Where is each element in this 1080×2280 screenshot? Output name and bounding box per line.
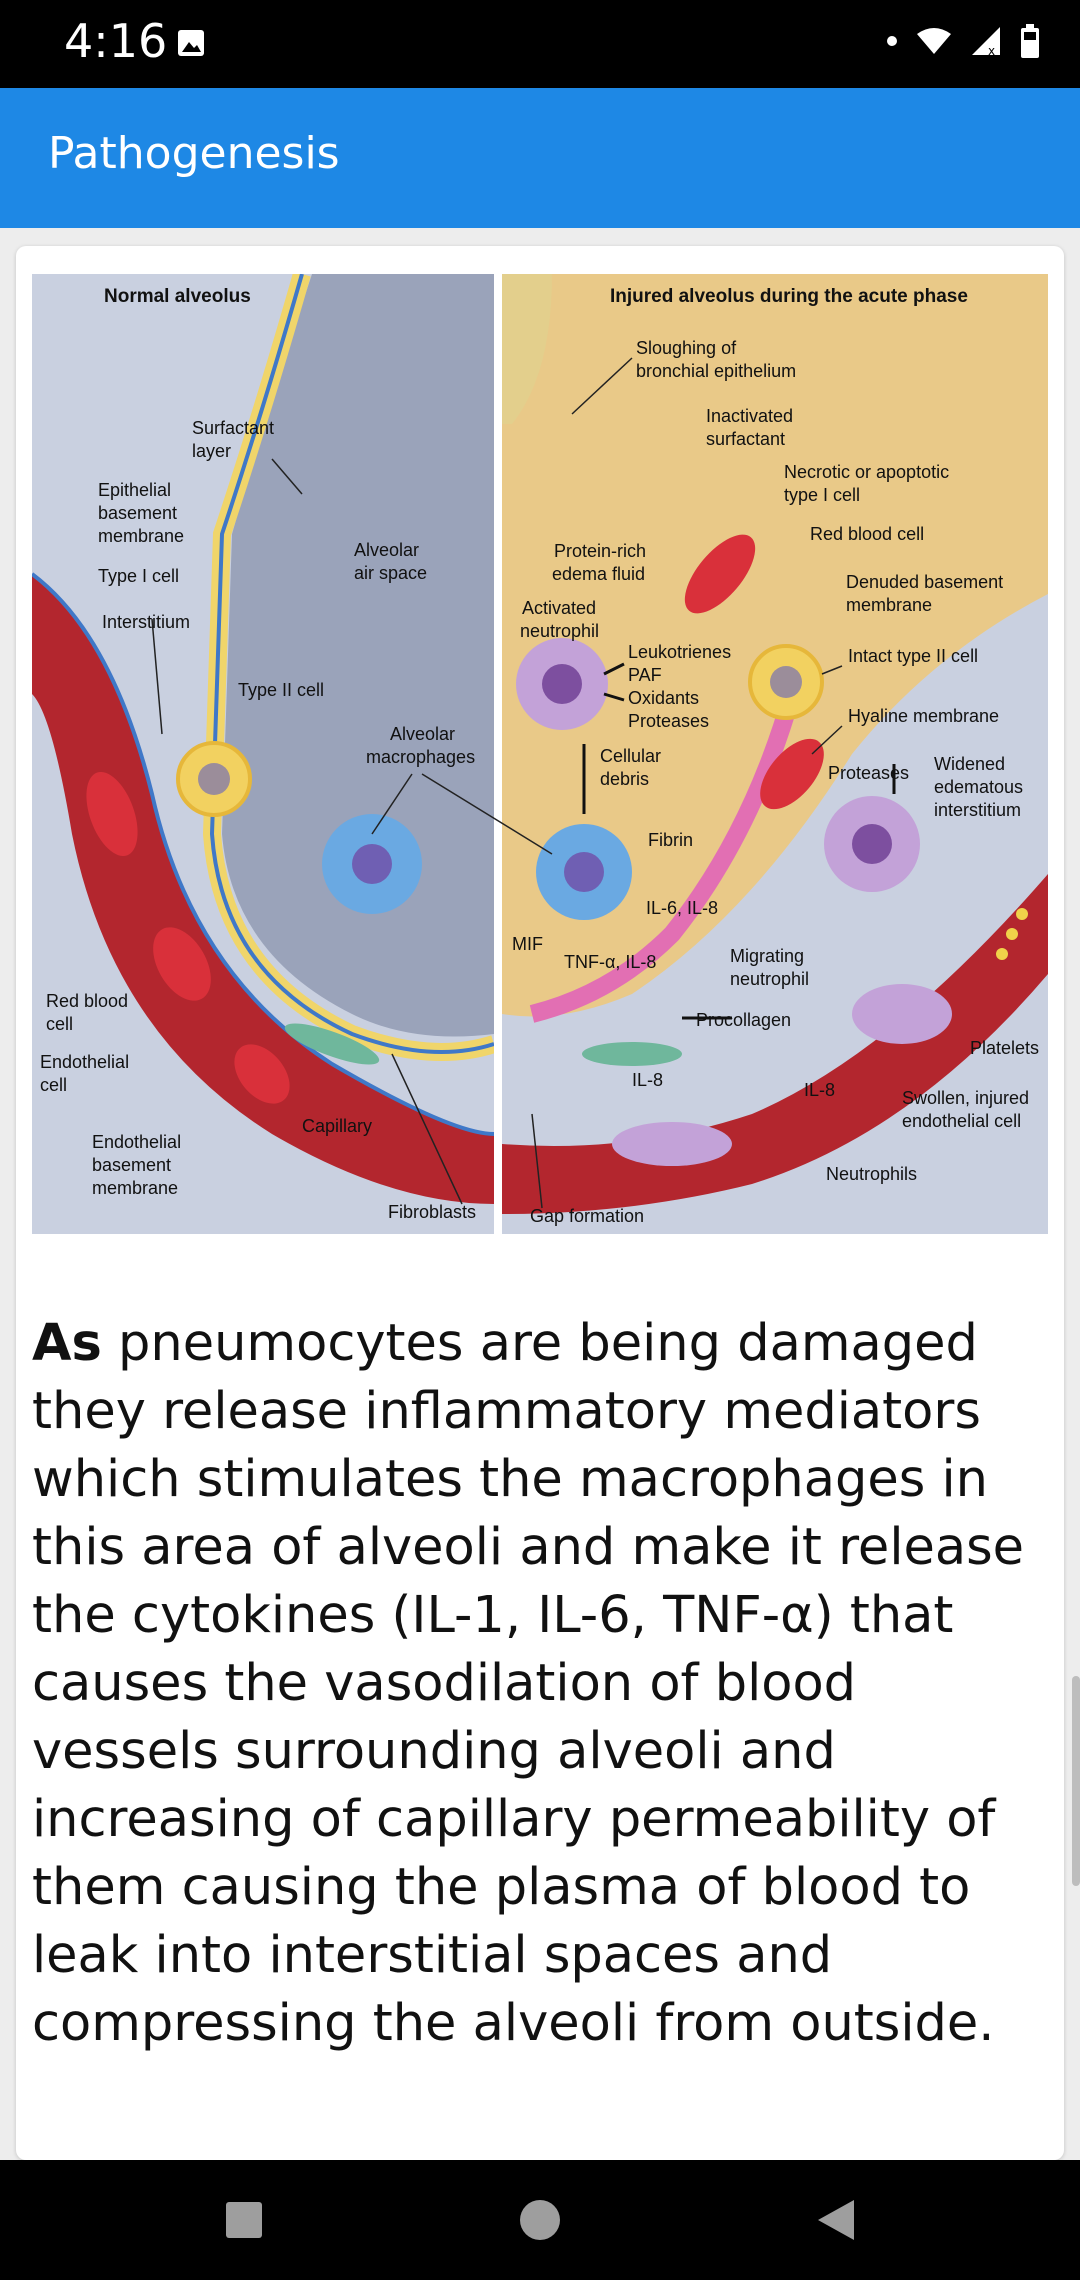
- label-activated-2: neutrophil: [520, 621, 599, 641]
- label-migrating-2: neutrophil: [730, 969, 809, 989]
- article-body: pneumocytes are being damaged they relea…: [32, 1314, 1025, 2053]
- label-ebm2-1: Endothelial: [92, 1132, 181, 1152]
- label-widened-1: Widened: [934, 754, 1005, 774]
- image-icon: [178, 30, 204, 56]
- label-surfactant-2: layer: [192, 441, 231, 461]
- label-inactivated-1: Inactivated: [706, 406, 793, 426]
- label-swollen-2: endothelial cell: [902, 1111, 1021, 1131]
- battery-icon: [1021, 24, 1039, 58]
- svg-text:x: x: [988, 44, 995, 57]
- label-protein-rich-2: edema fluid: [552, 564, 645, 584]
- signal-icon: x: [972, 27, 1000, 57]
- label-rbc-left-1: Red blood: [46, 991, 128, 1011]
- label-rbc-left-2: cell: [46, 1014, 73, 1034]
- label-macrophages-1: Alveolar: [390, 724, 455, 744]
- label-ebm-3: membrane: [98, 526, 184, 546]
- wifi-icon: [917, 28, 951, 54]
- label-il6-il8: IL-6, IL-8: [646, 898, 718, 918]
- status-time: 4:16: [64, 14, 168, 68]
- back-triangle-icon: [818, 2200, 854, 2240]
- label-fibroblasts: Fibroblasts: [388, 1202, 476, 1222]
- circle-icon: [520, 2200, 560, 2240]
- scrollbar-thumb[interactable]: [1072, 1676, 1080, 1886]
- label-proteases-1: Proteases: [628, 711, 709, 731]
- label-sloughing-1: Sloughing of: [636, 338, 737, 358]
- label-il8-a: IL-8: [632, 1070, 663, 1090]
- dot-icon: [887, 36, 897, 46]
- label-type-ii-cell: Type II cell: [238, 680, 324, 700]
- label-type-i-cell: Type I cell: [98, 566, 179, 586]
- label-ebm2-3: membrane: [92, 1178, 178, 1198]
- label-capillary: Capillary: [302, 1116, 372, 1136]
- label-endo-cell-2: cell: [40, 1075, 67, 1095]
- label-intact-type-ii: Intact type II cell: [848, 646, 978, 666]
- label-ebm2-2: basement: [92, 1155, 171, 1175]
- label-oxidants: Oxidants: [628, 688, 699, 708]
- label-hyaline: Hyaline membrane: [848, 706, 999, 726]
- label-widened-3: interstitium: [934, 800, 1021, 820]
- label-debris-1: Cellular: [600, 746, 661, 766]
- label-platelets: Platelets: [970, 1038, 1039, 1058]
- label-procollagen: Procollagen: [696, 1010, 791, 1030]
- app-bar: Pathogenesis: [0, 88, 1080, 228]
- label-interstitium: Interstitium: [102, 612, 190, 632]
- article-paragraph: As pneumocytes are being damaged they re…: [32, 1310, 1052, 2058]
- label-leukotrienes: Leukotrienes: [628, 642, 731, 662]
- status-bar: 4:16 x: [0, 0, 1080, 88]
- label-mif: MIF: [512, 934, 543, 954]
- alveolus-illustration: Normal alveolus Injured alveolus during …: [32, 274, 1048, 1234]
- label-tnf: TNF-α, IL-8: [564, 952, 656, 972]
- article-lead-word: As: [32, 1314, 102, 1373]
- label-necrotic-2: type I cell: [784, 485, 860, 505]
- square-icon: [226, 2202, 262, 2238]
- label-proteases-2: Proteases: [828, 763, 909, 783]
- back-button[interactable]: [776, 2160, 896, 2280]
- label-il8-b: IL-8: [804, 1080, 835, 1100]
- home-button[interactable]: [480, 2160, 600, 2280]
- label-endo-cell-1: Endothelial: [40, 1052, 129, 1072]
- navigation-bar: [0, 2160, 1080, 2280]
- label-swollen-1: Swollen, injured: [902, 1088, 1029, 1108]
- label-air-space-2: air space: [354, 563, 427, 583]
- label-neutrophils: Neutrophils: [826, 1164, 917, 1184]
- page-title: Pathogenesis: [48, 128, 340, 179]
- label-migrating-1: Migrating: [730, 946, 804, 966]
- label-protein-rich-1: Protein-rich: [554, 541, 646, 561]
- label-fibrin: Fibrin: [648, 830, 693, 850]
- label-denuded-2: membrane: [846, 595, 932, 615]
- label-rbc-right: Red blood cell: [810, 524, 924, 544]
- label-ebm-1: Epithelial: [98, 480, 171, 500]
- label-macrophages-2: macrophages: [366, 747, 475, 767]
- content-card: Normal alveolus Injured alveolus during …: [16, 246, 1064, 2160]
- left-heading: Normal alveolus: [104, 286, 251, 307]
- label-necrotic-1: Necrotic or apoptotic: [784, 462, 949, 482]
- label-inactivated-2: surfactant: [706, 429, 785, 449]
- label-surfactant-1: Surfactant: [192, 418, 274, 438]
- label-air-space-1: Alveolar: [354, 540, 419, 560]
- right-heading: Injured alveolus during the acute phase: [610, 286, 968, 307]
- alveolus-diagram: Normal alveolus Injured alveolus during …: [32, 274, 1048, 1234]
- recents-button[interactable]: [184, 2160, 304, 2280]
- label-denuded-1: Denuded basement: [846, 572, 1003, 592]
- label-widened-2: edematous: [934, 777, 1023, 797]
- label-paf: PAF: [628, 665, 662, 685]
- label-gap-formation: Gap formation: [530, 1206, 644, 1226]
- label-activated-1: Activated: [522, 598, 596, 618]
- label-sloughing-2: bronchial epithelium: [636, 361, 796, 381]
- label-ebm-2: basement: [98, 503, 177, 523]
- label-debris-2: debris: [600, 769, 649, 789]
- status-icons: x: [886, 24, 1040, 58]
